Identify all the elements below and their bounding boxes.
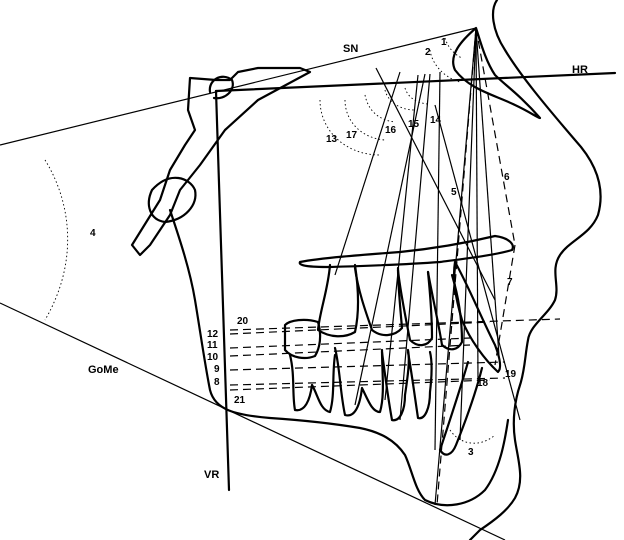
arc-3 xyxy=(449,429,496,444)
lower-incisor xyxy=(438,360,484,456)
line-n-me xyxy=(459,27,477,441)
line-20 xyxy=(229,318,561,331)
num-1: 1 xyxy=(441,37,447,48)
gome-line xyxy=(0,302,506,540)
arc-2 xyxy=(429,49,461,83)
line-14 xyxy=(434,71,441,451)
num-11: 11 xyxy=(207,340,218,351)
line-10 xyxy=(229,344,471,357)
nasal-bone-outline xyxy=(452,26,542,120)
num-21: 21 xyxy=(234,395,246,406)
num-16: 16 xyxy=(385,125,397,136)
num-9: 9 xyxy=(214,364,220,375)
palatal-plane-outline xyxy=(298,234,514,269)
line-9 xyxy=(229,361,506,371)
arc-15 xyxy=(384,89,416,111)
cranial-base-outline xyxy=(130,66,312,257)
label-vr: VR xyxy=(204,469,219,481)
num-5: 5 xyxy=(451,187,457,198)
line-15 xyxy=(399,73,431,421)
label-sn: SN xyxy=(343,43,358,55)
line-n-gn xyxy=(436,27,477,506)
num-2: 2 xyxy=(425,47,431,58)
num-19: 19 xyxy=(505,369,517,380)
num-15: 15 xyxy=(408,119,420,130)
upper-molar-1 xyxy=(316,263,360,338)
arc-14 xyxy=(404,87,431,105)
vr-line xyxy=(214,89,231,492)
upper-incisor xyxy=(452,260,502,374)
line-n-b xyxy=(475,27,501,371)
line-21 xyxy=(229,379,491,391)
line-11 xyxy=(229,337,471,349)
line-n-pog xyxy=(475,27,479,381)
num-17: 17 xyxy=(346,130,358,141)
num-8: 8 xyxy=(214,377,220,388)
num-14: 14 xyxy=(430,115,442,126)
upper-second-molar xyxy=(283,318,322,360)
label-gome: GoMe xyxy=(88,364,119,376)
arc-16 xyxy=(364,94,396,123)
num-18: 18 xyxy=(477,378,489,389)
arc-17 xyxy=(344,99,386,141)
line-16 xyxy=(375,67,496,301)
line-12 xyxy=(229,321,491,335)
lower-molar-1 xyxy=(288,353,337,414)
line-19 xyxy=(434,104,521,421)
line-6 xyxy=(475,27,516,246)
hr-line xyxy=(214,71,617,93)
num-12: 12 xyxy=(207,329,219,340)
num-3: 3 xyxy=(468,447,474,458)
upper-molar-2 xyxy=(353,266,404,337)
line-14b xyxy=(354,73,426,406)
label-hr: HR xyxy=(572,64,588,76)
arc-13 xyxy=(319,99,381,156)
num-13: 13 xyxy=(326,134,338,145)
arc-1 xyxy=(444,37,463,59)
orbit-outline xyxy=(147,176,197,224)
num-7: 7 xyxy=(507,277,513,288)
num-20: 20 xyxy=(237,316,249,327)
sn-line xyxy=(0,27,477,146)
lower-molar-2 xyxy=(333,346,384,417)
line-8 xyxy=(229,377,506,386)
line-13 xyxy=(334,71,401,276)
upper-premolar-1 xyxy=(396,268,434,347)
num-6: 6 xyxy=(504,172,510,183)
num-10: 10 xyxy=(207,352,219,363)
soft-tissue-profile xyxy=(468,0,602,540)
sella-outline xyxy=(208,75,234,100)
lower-premolar-2 xyxy=(406,350,433,420)
line-7a xyxy=(494,244,516,366)
arc-4 xyxy=(44,159,69,321)
line-17 xyxy=(384,74,419,401)
num-4: 4 xyxy=(90,228,96,239)
mandible-outline xyxy=(168,208,510,507)
